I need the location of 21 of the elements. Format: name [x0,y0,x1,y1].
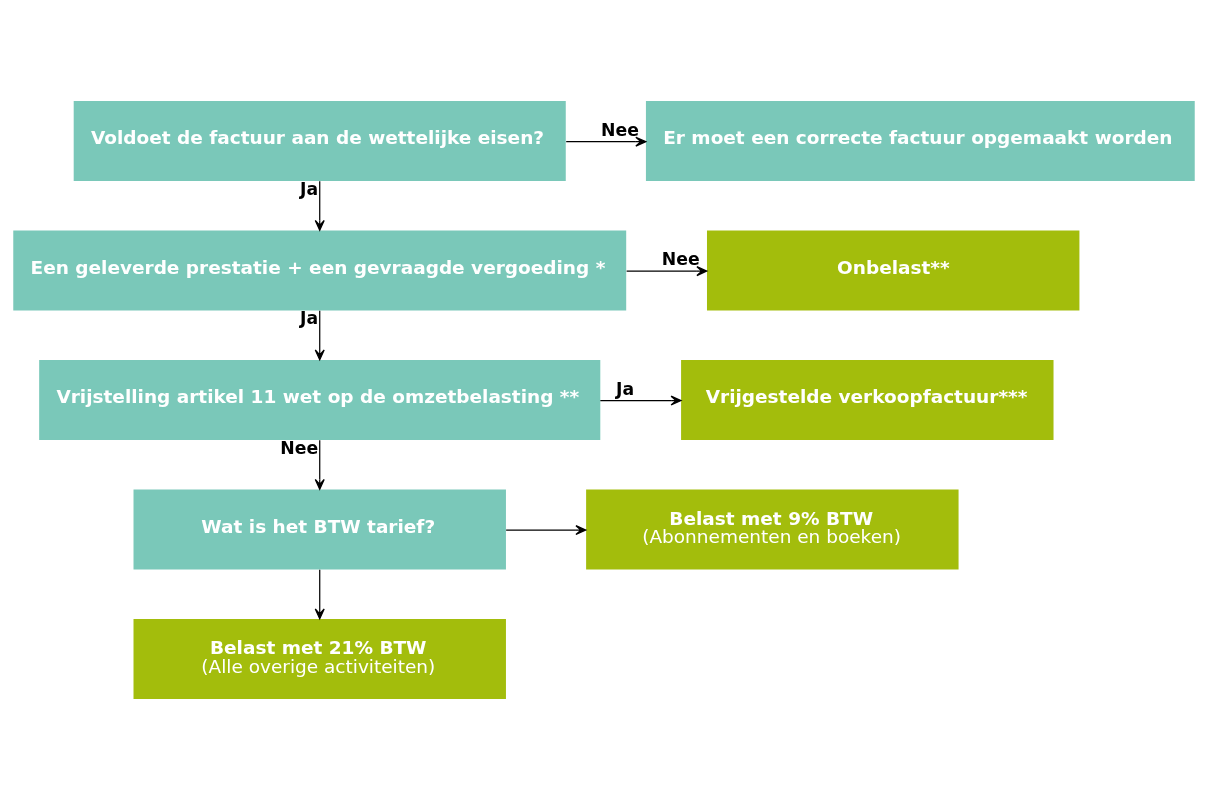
node-box: Vrijstelling artikel 11 wet op de omzetbelasting ** [39,359,601,441]
arrow [314,569,325,620]
node-box: Onbelast** [707,230,1080,311]
node-box: Vrijgestelde verkoopfactuur*** [681,359,1054,441]
arrow [599,395,682,406]
arrow [505,525,587,536]
node-box: Belast met 9% BTW (Abonnementen en boeken) [586,489,959,570]
node-box: Belast met 21% BTW (Alle overige activiteiten) [133,618,506,700]
arrow [314,310,325,361]
edge-label: Ja [615,378,635,399]
edge-label: Ja [300,308,319,329]
node-box: Wat is het BTW tarief? [133,489,506,570]
edge-label: Nee [601,119,639,140]
node-box: Een geleverde prestatie + een gevraagde vergoeding * [13,230,627,311]
edge-label: Nee [661,249,700,270]
arrow [314,180,325,231]
arrow [626,266,708,277]
arrow [565,136,647,147]
node-box: Er moet een correcte factuur opgemaakt worden [645,100,1195,182]
node-box: Voldoet de factuur aan de wettelijke eisen? [73,100,566,182]
arrow [314,439,325,490]
